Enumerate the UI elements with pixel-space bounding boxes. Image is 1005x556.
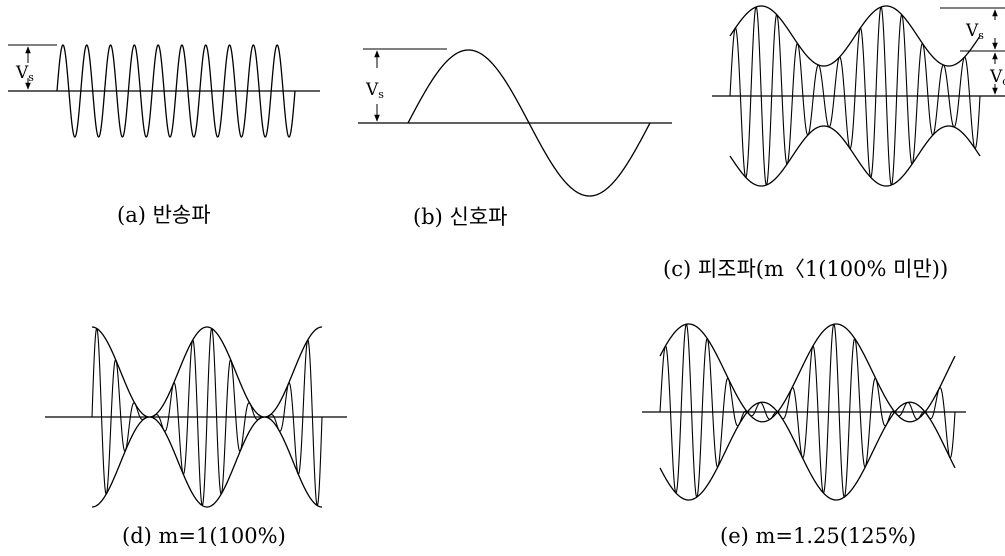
panel-c-envelope (729, 5, 981, 187)
panel-c-vs-main: V (965, 21, 979, 41)
panel-a-carrier-wave: Vs (8, 44, 320, 138)
panel-e-modulated-wave (642, 323, 966, 501)
panel-a-vs-sub: s (28, 71, 34, 84)
caption-c: (c) 피조파(m〈1(100% 미만)) (663, 257, 949, 281)
panel-e-wave (659, 323, 956, 498)
caption-e: (e) m=1.25(125%) (720, 524, 917, 548)
panel-c-vs-label: Vs (965, 21, 984, 42)
panel-c-vs-sub: s (978, 29, 984, 42)
panel-b-vs-label: Vs (365, 80, 384, 101)
panel-b-vs-sub: s (378, 88, 384, 101)
panel-d-modulated-wave (45, 326, 347, 508)
caption-a: (a) 반송파 (117, 203, 211, 227)
panel-c-vc-main: V (989, 67, 1003, 87)
panel-b-signal-wave: Vs (358, 48, 672, 197)
caption-b: (b) 신호파 (413, 205, 508, 229)
panel-a-wave (56, 44, 296, 138)
panel-c-vc-label: Vc (989, 67, 1005, 88)
panel-d-envelope (91, 326, 323, 508)
panel-c-modulated-wave: Vs Vc (712, 5, 1005, 187)
panel-e-envelope (659, 323, 956, 501)
panel-b-wave (407, 49, 651, 197)
caption-d: (d) m=1(100%) (122, 524, 286, 548)
panel-d-wave (91, 327, 323, 507)
panel-c-wave (729, 6, 981, 186)
panel-c-vc-sub: c (1002, 75, 1005, 88)
panel-a-vs-main: V (15, 63, 29, 83)
panel-b-vs-main: V (365, 80, 379, 100)
panel-a-vs-label: Vs (15, 63, 34, 84)
